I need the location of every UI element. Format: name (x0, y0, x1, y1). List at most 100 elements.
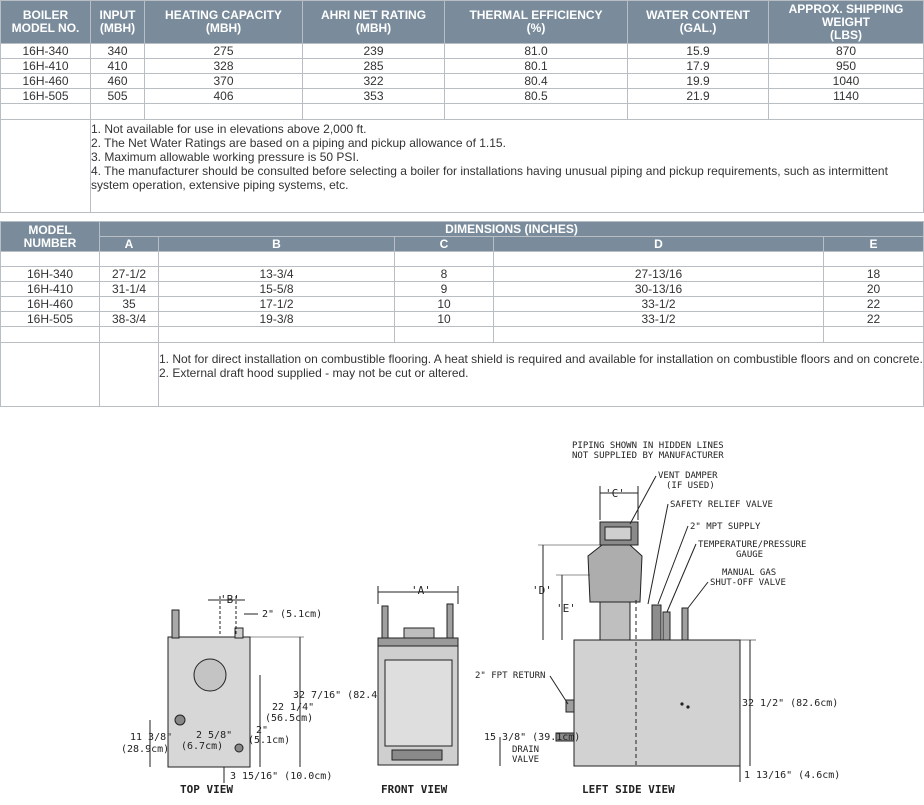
header-input: INPUT(MBH) (90, 0, 145, 44)
notes-spacer (0, 342, 100, 407)
cell-heating: 328 (144, 58, 303, 74)
supply-pipe-icon (651, 604, 662, 641)
cell-dim-c: 9 (394, 281, 494, 297)
note-item: 2. External draft hood supplied - may no… (159, 366, 469, 380)
front-view: 'A' FRONT VIEW (377, 584, 459, 796)
dim-label-side-15: 15 3/8" (39.1cm) (484, 732, 580, 743)
dim-label-d: 'D' (532, 584, 552, 597)
cell-efficiency: 81.0 (444, 43, 628, 59)
cell-ahri: 322 (302, 73, 445, 89)
table-row: 16H-460 35 17-1/2 10 33-1/2 22 (0, 296, 924, 312)
dim-label-top-22cm: (56.5cm) (265, 713, 313, 724)
cell-model: 16H-340 (0, 266, 100, 282)
cell-efficiency: 80.4 (444, 73, 628, 89)
table-row: 16H-340 340 275 239 81.0 15.9 870 (0, 43, 924, 59)
cell-water: 19.9 (627, 73, 769, 89)
cell-heating: 406 (144, 88, 303, 104)
dim-label-top-2bcm: (5.1cm) (248, 735, 290, 746)
header-dim-d: D (493, 236, 824, 252)
dim-label-side-height: 32 1/2" (82.6cm) (742, 698, 838, 709)
cell-weight: 870 (768, 43, 924, 59)
callout-safety-relief-valve: SAFETY RELIEF VALVE (670, 500, 773, 510)
dim-label-top-2-5: 2 5/8" (196, 730, 232, 741)
dim-label-a: 'A' (411, 584, 431, 597)
note-item: 2. The Net Water Ratings are based on a … (91, 136, 506, 150)
table-row: 16H-410 31-1/4 15-5/8 9 30-13/16 20 (0, 281, 924, 297)
cell-ahri: 239 (302, 43, 445, 59)
notes-spacer (99, 342, 159, 407)
valve-icon (171, 609, 180, 639)
callout-manual-gas: MANUAL GAS (722, 568, 776, 578)
cell-input: 505 (90, 88, 145, 104)
cell-model: 16H-460 (0, 296, 100, 312)
cell-dim-a: 35 (99, 296, 159, 312)
left-side-view-title: LEFT SIDE VIEW (582, 783, 675, 796)
cell-dim-e: 20 (822, 281, 924, 297)
notes-row: 1. Not available for use in elevations a… (0, 119, 924, 213)
dim-label-top-bottom: 3 15/16" (10.0cm) (230, 771, 332, 782)
note-item: 4. The manufacturer should be consulted … (91, 164, 888, 192)
dim-label-b: 'B' (220, 593, 240, 606)
dim-label-top-11cm: (28.9cm) (121, 744, 169, 755)
header-ahri-net-rating: AHRI NET RATING(MBH) (302, 0, 445, 44)
spacer-row (0, 326, 924, 343)
callout-return: 2" FPT RETURN (475, 671, 545, 681)
callout-supply: 2" MPT SUPPLY (690, 522, 761, 532)
spacer-row (0, 251, 924, 267)
callout-gauge: GAUGE (736, 550, 763, 560)
piping-note-line-1: PIPING SHOWN IN HIDDEN LINES (572, 441, 724, 451)
flue-outlet-icon (193, 658, 227, 692)
dim-label-top-22: 22 1/4" (272, 702, 314, 713)
cell-input: 340 (90, 43, 145, 59)
cell-model: 16H-505 (0, 88, 91, 104)
cell-water: 21.9 (627, 88, 769, 104)
cell-water: 17.9 (627, 58, 769, 74)
cell-model: 16H-410 (0, 58, 91, 74)
header-heating-capacity: HEATING CAPACITY(MBH) (144, 0, 303, 44)
cell-dim-c: 8 (394, 266, 494, 282)
cell-dim-a: 27-1/2 (99, 266, 159, 282)
cell-dim-b: 13-3/4 (158, 266, 395, 282)
callout-valve: VALVE (512, 755, 539, 765)
dim-label-top-11: 11 3/8" (130, 732, 172, 743)
cell-efficiency: 80.1 (444, 58, 628, 74)
header-dim-b: B (158, 236, 395, 252)
notes-spacer (0, 119, 91, 213)
cell-model: 16H-460 (0, 73, 91, 89)
callout-vent-damper-note: (IF USED) (666, 481, 715, 491)
header-dimensions-group: DIMENSIONS (INCHES) (98, 221, 924, 237)
note-item: 3. Maximum allowable working pressure is… (91, 150, 360, 164)
cell-dim-a: 31-1/4 (99, 281, 159, 297)
top-view: 'B' 2" (5.1cm) 32 7/16" (82.4cm) 22 1/4"… (121, 593, 395, 796)
header-thermal-efficiency: THERMAL EFFICIENCY(%) (444, 0, 628, 44)
cell-heating: 275 (144, 43, 303, 59)
note-item: 1. Not available for use in elevations a… (91, 122, 367, 136)
table-row: 16H-460 460 370 322 80.4 19.9 1040 (0, 73, 924, 89)
cell-dim-b: 19-3/8 (158, 311, 395, 327)
cell-dim-e: 22 (822, 296, 924, 312)
table-row: 16H-340 27-1/2 13-3/4 8 27-13/16 18 (0, 266, 924, 282)
front-view-title: FRONT VIEW (381, 783, 448, 796)
table-row: 16H-505 505 406 353 80.5 21.9 1140 (0, 88, 924, 104)
piping-note-line-2: NOT SUPPLIED BY MANUFACTURER (572, 451, 724, 461)
callout-shut-off-valve: SHUT-OFF VALVE (710, 578, 786, 588)
cell-dim-b: 15-5/8 (158, 281, 395, 297)
table-row: 16H-505 38-3/4 19-3/8 10 33-1/2 22 (0, 311, 924, 327)
dim-label-top-height: 32 7/16" (82.4cm) (293, 690, 395, 701)
boiler-dimension-drawing: 'B' 2" (5.1cm) 32 7/16" (82.4cm) 22 1/4"… (121, 441, 840, 796)
spacer-row (0, 103, 924, 120)
cell-dim-c: 10 (394, 311, 494, 327)
header-dim-e: E (822, 236, 924, 252)
cell-dim-d: 30-13/16 (493, 281, 824, 297)
cell-dim-c: 10 (394, 296, 494, 312)
cell-efficiency: 80.5 (444, 88, 628, 104)
cell-input: 460 (90, 73, 145, 89)
cell-heating: 370 (144, 73, 303, 89)
